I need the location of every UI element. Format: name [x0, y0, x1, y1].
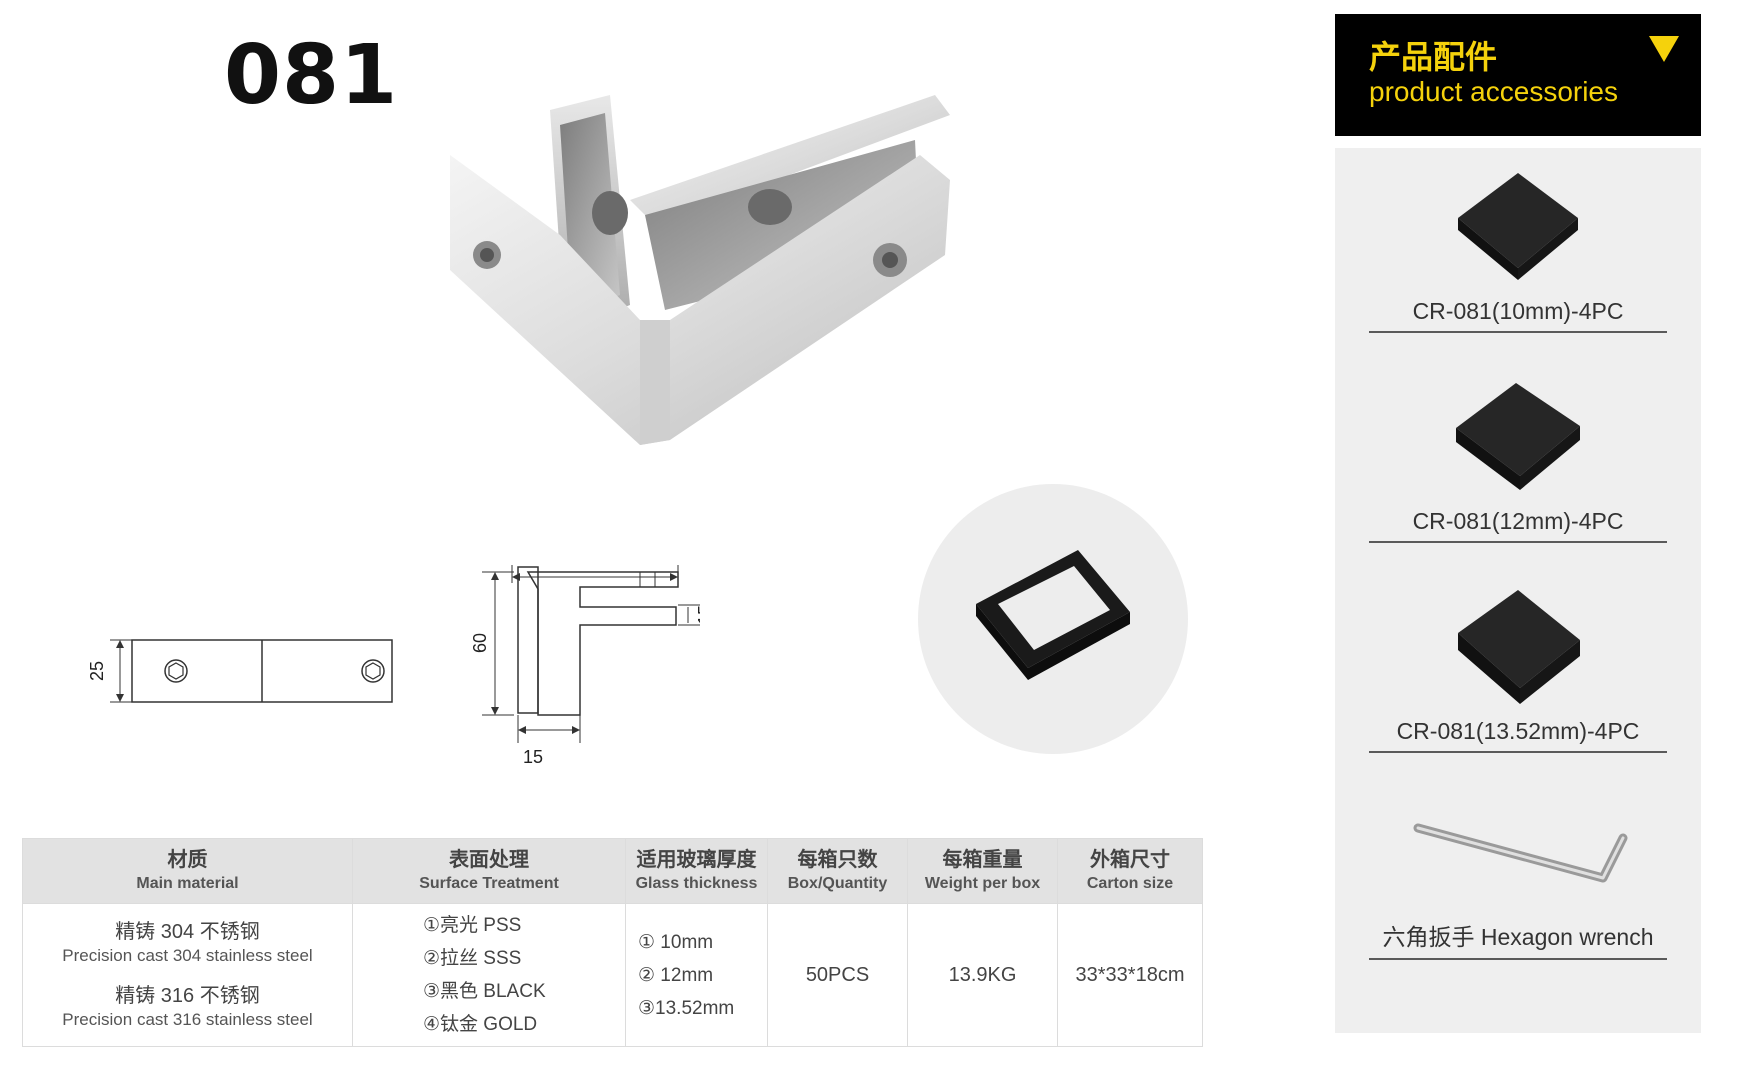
side-view-drawing: 70 60 15 15	[470, 565, 700, 767]
side-height-dimension: 60	[470, 633, 490, 653]
cell-material: 精铸 304 不锈钢 Precision cast 304 stainless …	[22, 903, 353, 1047]
header-carton-size: 外箱尺寸 Carton size	[1057, 838, 1203, 904]
accessory-item: 六角扳手 Hexagon wrench	[1369, 798, 1667, 960]
accessory-item: CR-081(13.52mm)-4PC	[1369, 578, 1667, 753]
side-gap-dimension: 15	[695, 605, 700, 625]
accessory-label: CR-081(13.52mm)-4PC	[1396, 718, 1640, 744]
cell-weight: 13.9KG	[907, 903, 1058, 1047]
accessory-item: CR-081(10mm)-4PC	[1369, 158, 1667, 333]
spec-table: 材质 Main material 表面处理 Surface Treatment …	[22, 838, 1203, 1047]
accessory-label: CR-081(12mm)-4PC	[1412, 508, 1624, 534]
front-height-dimension: 25	[87, 661, 107, 681]
header-surface: 表面处理 Surface Treatment	[352, 838, 626, 904]
header-material: 材质 Main material	[22, 838, 353, 904]
glass-clamp-image	[450, 95, 950, 445]
gasket-closeup-image	[918, 484, 1188, 754]
cell-surface: ①亮光 PSS ②拉丝 SSS ③黑色 BLACK ④钛金 GOLD	[352, 903, 626, 1047]
accessories-header: 产品配件 product accessories	[1335, 14, 1701, 136]
accessory-label: 六角扳手 Hexagon wrench	[1382, 924, 1654, 950]
side-base-dimension: 15	[523, 747, 543, 767]
cell-quantity: 50PCS	[767, 903, 908, 1047]
side-width-dimension: 70	[585, 565, 605, 567]
front-view-drawing: 25	[87, 639, 393, 703]
rubber-pad-icon	[1458, 173, 1578, 280]
table-row: 精铸 304 不锈钢 Precision cast 304 stainless …	[22, 903, 1203, 1047]
cell-glass-thickness: ① 10mm ② 12mm ③13.52mm	[625, 903, 768, 1047]
rubber-pad-icon	[1456, 383, 1580, 490]
header-box-quantity: 每箱只数 Box/Quantity	[767, 838, 908, 904]
accessories-panel: CR-081(10mm)-4PC CR-081(12mm)-4PC CR-081…	[1335, 148, 1701, 1033]
accessories-title-cn: 产品配件	[1369, 39, 1498, 75]
accessory-label: CR-081(10mm)-4PC	[1412, 298, 1624, 324]
model-number: 081	[224, 28, 399, 123]
table-header-row: 材质 Main material 表面处理 Surface Treatment …	[22, 838, 1203, 904]
accessories-title-en: product accessories	[1369, 76, 1619, 107]
accessory-item: CR-081(12mm)-4PC	[1369, 368, 1667, 543]
cell-carton: 33*33*18cm	[1057, 903, 1203, 1047]
header-glass-thickness: 适用玻璃厚度 Glass thickness	[625, 838, 768, 904]
header-weight: 每箱重量 Weight per box	[907, 838, 1058, 904]
triangle-down-icon	[1649, 36, 1679, 62]
rubber-pad-icon	[1458, 590, 1580, 704]
hex-wrench-icon	[1413, 823, 1628, 883]
